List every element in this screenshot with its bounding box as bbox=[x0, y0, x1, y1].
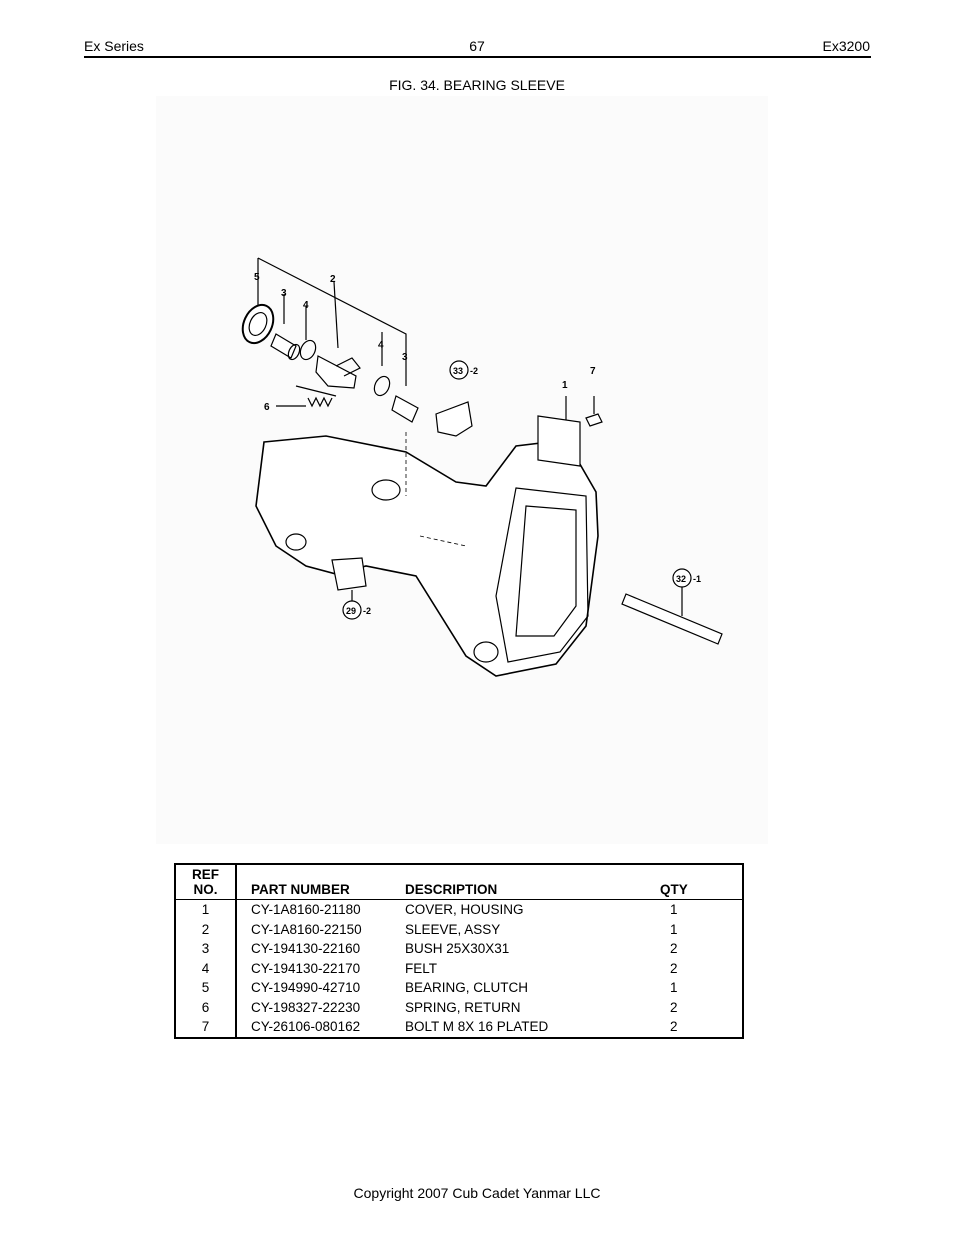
exploded-diagram: 5 3 4 2 4 3 6 1 7 33 -2 32 -1 29 -2 bbox=[156, 96, 768, 844]
callout-5: 5 bbox=[254, 272, 260, 283]
callout-2: 2 bbox=[330, 274, 336, 285]
callout-7: 7 bbox=[590, 366, 596, 377]
table-row: 2 CY-1A8160-22150 SLEEVE, ASSY 1 bbox=[175, 919, 743, 939]
callout-3-right: 3 bbox=[402, 352, 408, 363]
header-rule bbox=[84, 56, 871, 58]
figure-title: FIG. 34. BEARING SLEEVE bbox=[389, 77, 565, 93]
header-description: DESCRIPTION bbox=[405, 882, 498, 897]
table-row: 3 CY-194130-22160 BUSH 25X30X31 2 bbox=[175, 939, 743, 959]
header-part-number: PART NUMBER bbox=[251, 882, 350, 897]
table-row: 1 CY-1A8160-21180 COVER, HOUSING 1 bbox=[175, 899, 743, 920]
callout-29: 29 bbox=[346, 606, 356, 616]
callout-32-suffix: -1 bbox=[693, 574, 701, 584]
table-row: 5 CY-194990-42710 BEARING, CLUTCH 1 bbox=[175, 978, 743, 998]
callout-33-suffix: -2 bbox=[470, 366, 478, 376]
callout-6: 6 bbox=[264, 402, 270, 413]
header-qty: QTY bbox=[660, 882, 688, 897]
table-row: 7 CY-26106-080162 BOLT M 8X 16 PLATED 2 bbox=[175, 1017, 743, 1038]
header-model: Ex3200 bbox=[822, 38, 870, 54]
callout-3-left: 3 bbox=[281, 288, 287, 299]
copyright-footer: Copyright 2007 Cub Cadet Yanmar LLC bbox=[353, 1185, 601, 1201]
callout-33: 33 bbox=[453, 366, 463, 376]
callout-1: 1 bbox=[562, 380, 568, 391]
page-number: 67 bbox=[469, 38, 485, 54]
callout-4-right: 4 bbox=[378, 340, 384, 351]
parts-table: REF NO. PART NUMBER DESCRIPTION QTY 1 CY… bbox=[174, 863, 744, 1039]
header-series: Ex Series bbox=[84, 38, 144, 54]
callout-29-suffix: -2 bbox=[363, 606, 371, 616]
table-row: 6 CY-198327-22230 SPRING, RETURN 2 bbox=[175, 997, 743, 1017]
table-row: 4 CY-194130-22170 FELT 2 bbox=[175, 958, 743, 978]
header-ref: REF NO. bbox=[175, 864, 237, 900]
callout-32: 32 bbox=[676, 574, 686, 584]
callout-4-left: 4 bbox=[303, 300, 309, 311]
